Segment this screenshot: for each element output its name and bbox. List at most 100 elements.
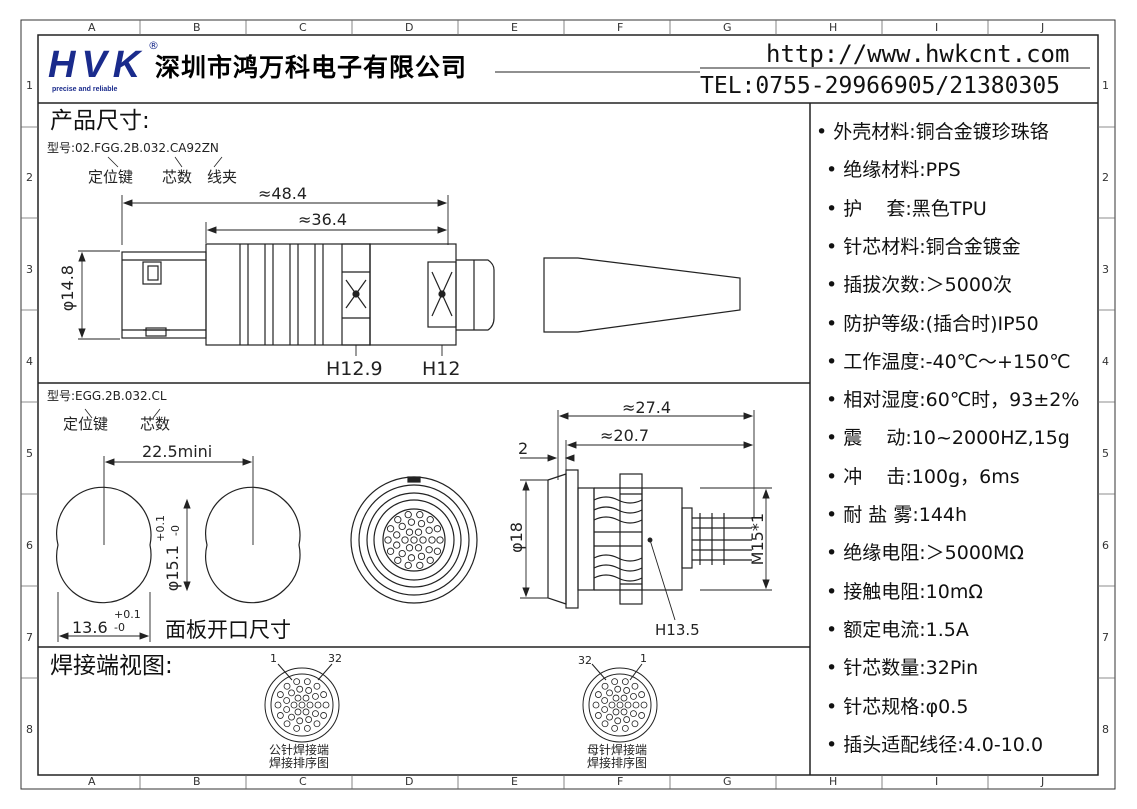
solder-pin [283,682,291,690]
male-caption-2: 焊接排序图 [269,756,330,770]
ruler-col-C: C [299,21,307,34]
ruler-col-F: F [617,21,624,34]
solder-pin [606,713,613,721]
flat-width: 13.6 [72,618,108,637]
solder-pin [592,701,600,709]
ruler-row-8: 8 [1102,723,1109,736]
spec-item: • 绝缘材料:PPS [826,161,961,180]
socket-pin-field [384,511,444,569]
ruler-col-J: J [1041,21,1045,34]
solder-pin [305,716,313,723]
spec-text: 冲 击:100g，6ms [843,465,1020,488]
cutout-diameter-tol-minus: -0 [169,525,182,536]
male-pin-first: 1 [270,652,277,665]
solder-pin [322,701,330,709]
socket-pin [386,547,395,555]
socket-pin [425,526,433,534]
cutout-dims [57,456,254,642]
solder-pin [294,708,302,716]
socket-pin [394,516,402,524]
solder-pin [296,685,304,693]
male-solder-outer [264,667,340,743]
inner-border [37,34,1099,776]
plug-boot [543,257,741,333]
spec-text: 外壳材料:铜合金镀珍珠铬 [833,121,1049,143]
ruler-row-5: 5 [1102,447,1109,460]
ruler-row-2: 2 [26,171,33,184]
ruler-row-7: 7 [1102,631,1109,644]
plug-hex-1: H12.9 [326,358,383,380]
spec-text: 绝缘材料:PPS [843,159,961,182]
socket-flange-diameter: φ18 [507,522,526,553]
ruler-col-B: B [193,775,201,788]
socket-pin [417,552,426,561]
spec-bullet: • [826,350,844,373]
socket-pin [398,522,406,531]
spec-bullet: • [826,542,844,565]
plug-body-length: ≈36.4 [298,210,348,229]
socket-pin [393,531,401,539]
ruler-col-C: C [299,775,307,788]
spec-bullet: • [826,159,844,182]
socket-pin [404,561,412,569]
solder-pin [293,724,301,732]
solder-pin [611,678,619,686]
ruler-row-6: 6 [1102,539,1109,552]
ruler-col-I: I [935,775,939,788]
spec-bullet: • [826,235,844,258]
plug-annotation-pins: 芯数 [162,168,193,186]
logo-tagline: precise and reliable [52,86,118,93]
socket-pin [407,554,416,562]
plug-drawing [121,243,741,346]
solder-pin [621,724,629,732]
spec-item: • 针芯规格:φ0.5 [826,695,969,718]
socket-pin [436,536,444,544]
solder-pin [594,712,602,719]
ruler-col-A: A [88,21,96,34]
spec-bullet: • [826,389,844,412]
socket-pin [414,544,423,552]
solder-pin [631,682,639,690]
ruler-row-8: 8 [26,723,33,736]
solder-pin [621,678,629,686]
solder-pin [614,717,622,725]
ruler-col-E: E [511,21,518,34]
solder-pin [303,724,311,732]
product-section-title: 产品尺寸: [50,108,150,134]
solder-pin [296,717,304,725]
solder-pin [640,701,648,709]
cutout-diameter-tol-plus: +0.1 [154,515,167,542]
socket-pin [386,525,395,533]
solder-pin [293,678,301,686]
solder-pin [630,710,637,718]
company-url[interactable]: http://www.hwkcnt.com [766,40,1070,68]
solder-pin-fields [274,678,648,732]
socket-overall-length: ≈27.4 [622,398,672,417]
spec-bullet: • [826,312,844,335]
socket-annotation-key: 定位键 [63,415,109,433]
spec-text: 护 套:黑色TPU [843,197,987,220]
solder-pin [288,713,295,721]
socket-flange-thickness: 2 [518,439,529,458]
solder-pin [303,678,311,686]
plug-model-label: 型号:02.FGG.2B.032.CA92ZN [47,141,219,155]
solder-pin [631,720,639,728]
solder-pin [305,687,313,694]
ruler-col-D: D [405,775,414,788]
spec-item: • 插拔次数:＞5000次 [826,276,1012,295]
solder-pin [283,697,291,704]
spec-item: • 外壳材料:铜合金镀珍珠铬 [816,123,1049,142]
solder-pin [623,716,631,723]
spec-text: 针芯规格:φ0.5 [843,695,969,718]
company-phone: TEL:0755-29966905/21380305 [700,73,1061,99]
socket-pin [414,528,423,536]
female-solder-outer [582,667,658,743]
spec-item: • 接触电阻:10mΩ [826,582,983,602]
spec-text: 针芯数量:32Pin [843,657,979,680]
spec-item: • 针芯数量:32Pin [826,659,978,678]
solder-pin [314,701,322,709]
spec-text: 针芯材料:铜合金镀金 [843,235,1021,258]
solder-pin [601,697,609,704]
solder-pin [302,708,310,716]
